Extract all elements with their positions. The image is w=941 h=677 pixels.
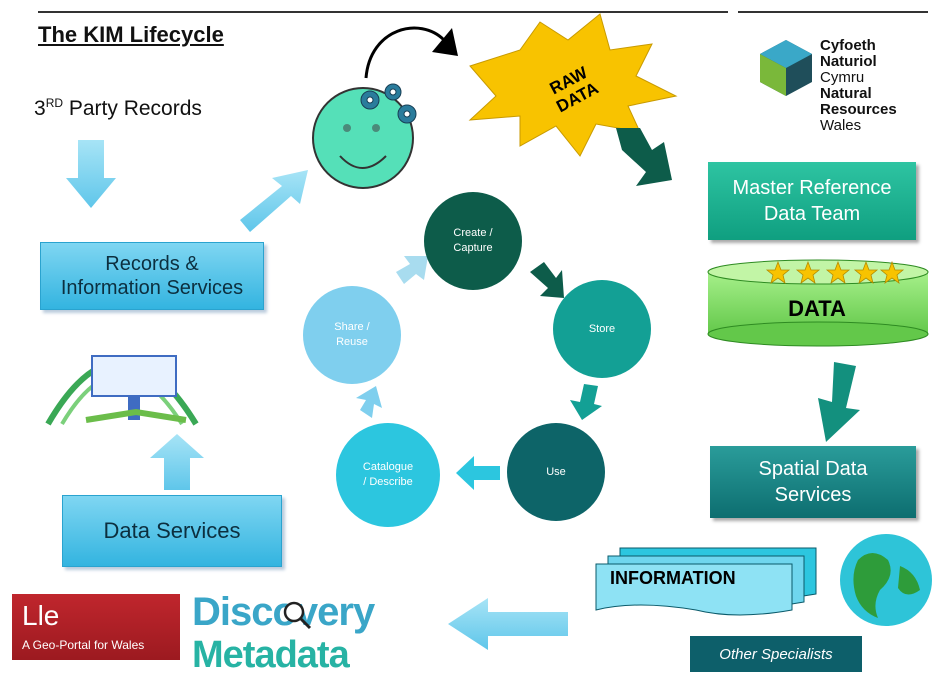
records-line-1: Records & [105, 253, 199, 275]
third-party-records-label: 3RD Party Records [34, 96, 202, 121]
cycle-arrow-use-catalogue [456, 456, 500, 490]
lifecycle-use: Use [507, 423, 605, 521]
cycle-arrow-share-create [396, 256, 428, 284]
smiley-face-icon [312, 87, 414, 189]
lle-tagline: A Geo-Portal for Wales [22, 638, 145, 652]
gears-icon [360, 83, 417, 124]
records-line-2: Information Services [60, 277, 244, 299]
arrow-up-data-services [150, 434, 204, 490]
other-specialists-box: Other Specialists [690, 636, 862, 672]
cycle-arrow-store-use [570, 384, 602, 420]
arrow-to-discovery [448, 598, 568, 650]
information-label: INFORMATION [610, 568, 736, 588]
arrow-to-master-reference [616, 128, 672, 186]
catalogue-line-2: / Describe [363, 476, 413, 488]
nrw-logo-icon [760, 40, 812, 96]
nrw-line-5: Resources [820, 101, 897, 118]
records-information-services-box: Records &Information Services [40, 242, 264, 310]
arrow-up-right-face [240, 170, 308, 232]
nrw-line-4: Natural [820, 85, 872, 102]
other-specialists-label: Other Specialists [719, 645, 833, 663]
nrw-line-1: Cyfoeth [820, 37, 876, 54]
magnifier-icon [283, 601, 312, 630]
raw-data-starburst [468, 13, 678, 157]
arrow-to-spatial-services [818, 362, 860, 442]
portal-arch-icon [45, 355, 199, 426]
catalogue-line-1: Catalogue [362, 461, 414, 473]
share-line-1: Share / [334, 321, 370, 333]
data-services-label: Data Services [103, 518, 241, 543]
globe-icon [840, 534, 932, 626]
store-label: Store [588, 322, 616, 335]
arrow-down-records [66, 140, 116, 208]
information-stack-icon [595, 547, 817, 616]
cycle-arrow-create-store [530, 262, 564, 298]
lifecycle-create-capture: Create / Capture [424, 192, 522, 290]
curved-arrow-icon [364, 26, 446, 79]
third-party-sup: RD [45, 96, 64, 110]
third-party-text: Party Records [63, 97, 202, 120]
data-label: DATA [788, 296, 846, 321]
nrw-logo-text: Cyfoeth Naturiol Cymru Natural Resources… [820, 38, 897, 134]
curved-arrowhead [432, 28, 458, 56]
cycle-arrow-catalogue-share [356, 386, 382, 418]
lle-name: Lle [22, 600, 60, 631]
master-reference-line-1: Master Reference [732, 177, 892, 199]
master-reference-line-2: Data Team [763, 203, 861, 225]
nrw-line-2: Naturiol [820, 53, 877, 70]
share-line-2: Reuse [336, 336, 368, 348]
lifecycle-share-reuse: Share / Reuse [303, 286, 401, 384]
discovery-word: Discovery [192, 590, 375, 634]
metadata-word: Metadata [192, 634, 350, 676]
spatial-line-2: Services [774, 484, 852, 506]
create-line-1: Create / [453, 227, 493, 239]
nrw-line-3: Cymru [820, 69, 865, 86]
third-party-num: 3 [34, 97, 46, 120]
spatial-line-1: Spatial Data [758, 458, 868, 480]
stars-rating-icon [765, 260, 905, 284]
use-label: Use [546, 465, 566, 478]
page-title: The KIM Lifecycle [38, 22, 224, 47]
lifecycle-catalogue-describe: Catalogue / Describe [336, 423, 440, 527]
nrw-line-6: Wales [820, 117, 862, 134]
lle-logo[interactable]: Lle A Geo-Portal for Wales [12, 594, 180, 660]
create-line-2: Capture [453, 242, 493, 254]
data-services-box: Data Services [62, 495, 282, 567]
data-cylinder [707, 259, 929, 347]
lifecycle-store: Store [553, 280, 651, 378]
